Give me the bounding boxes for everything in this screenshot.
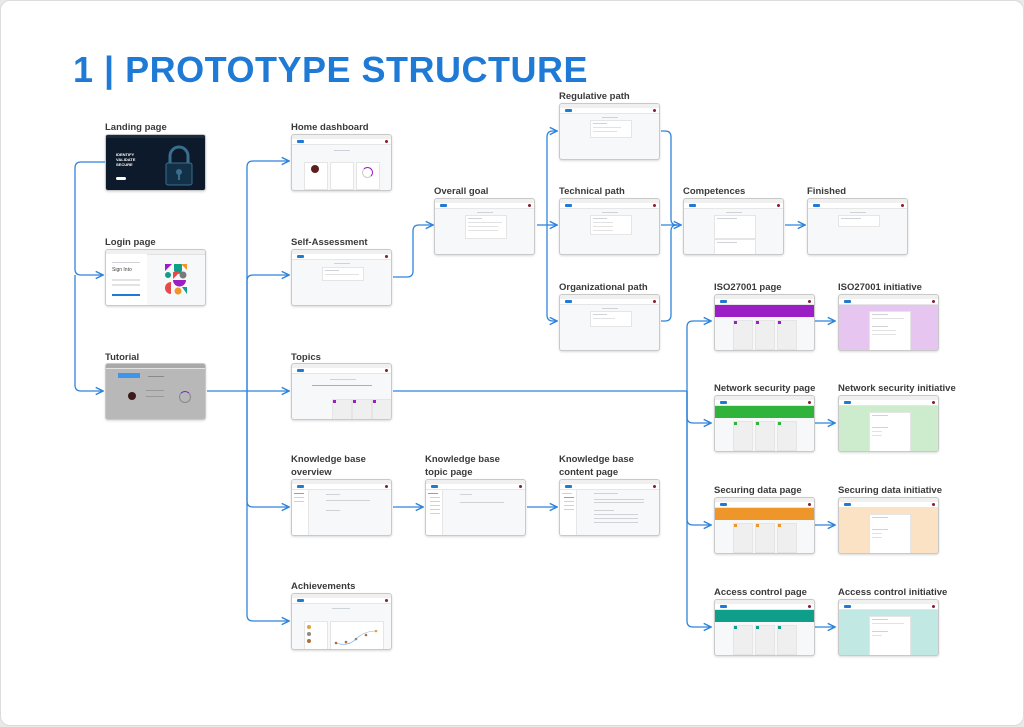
thumbnail-topics[interactable]	[291, 363, 392, 420]
edge-to-achievements	[246, 391, 289, 621]
node-label-net-page: Network security page	[714, 383, 816, 394]
landing-hero-text: IDENTIFY VALIDATE SECURE	[116, 152, 136, 167]
node-label-sec-init: Securing data initiative	[838, 485, 942, 496]
thumbnail-achievements[interactable]	[291, 593, 392, 650]
thumbnail-net-init[interactable]	[838, 395, 939, 452]
edge-to-self-assessment	[246, 275, 289, 391]
node-label-finished: Finished	[807, 186, 847, 197]
node-label-kb-topic: Knowledge base topic page	[425, 453, 500, 479]
edge-landing-login	[74, 161, 105, 275]
thumbnail-self-assessment[interactable]	[291, 249, 392, 306]
thumbnail-landing[interactable]: IDENTIFY VALIDATE SECURE	[105, 134, 206, 191]
thumbnail-iso-page[interactable]	[714, 294, 815, 351]
node-label-kb-content: Knowledge base content page	[559, 453, 634, 479]
edge-to-iso	[686, 321, 711, 391]
node-label-sec-page: Securing data page	[714, 485, 802, 496]
edge-to-network	[686, 391, 711, 423]
thumbnail-finished[interactable]	[807, 198, 908, 255]
node-label-login: Login page	[105, 237, 156, 248]
node-label-acc-init: Access control initiative	[838, 587, 948, 598]
node-label-kb-topic-line2: topic page	[425, 467, 473, 478]
thumbnail-sec-page[interactable]	[714, 497, 815, 554]
node-label-kb-overview: Knowledge base overview	[291, 453, 366, 479]
node-label-kb-content-line1: Knowledge base	[559, 454, 634, 465]
node-label-acc-page: Access control page	[714, 587, 807, 598]
edge-to-organizational	[546, 225, 557, 321]
edge-to-securing	[686, 391, 711, 525]
node-label-iso-init: ISO27001 initiative	[838, 282, 922, 293]
node-label-net-init: Network security initiative	[838, 383, 956, 394]
thumbnail-competences[interactable]	[683, 198, 784, 255]
thumbnail-iso-init[interactable]	[838, 294, 939, 351]
page-title: 1 | PROTOTYPE STRUCTURE	[73, 49, 588, 90]
thumbnail-home[interactable]	[291, 134, 392, 191]
landing-cta	[116, 177, 126, 180]
node-label-kb-overview-line1: Knowledge base	[291, 454, 366, 465]
thumbnail-net-page[interactable]	[714, 395, 815, 452]
thumbnail-organizational[interactable]	[559, 294, 660, 351]
thumbnail-tutorial[interactable]	[105, 363, 206, 420]
achievements-chart	[334, 629, 378, 645]
edge-organizational-merge	[661, 224, 678, 322]
thumbnail-acc-page[interactable]	[714, 599, 815, 656]
thumbnail-regulative[interactable]	[559, 103, 660, 160]
node-label-tutorial: Tutorial	[105, 352, 140, 363]
node-label-topics: Topics	[291, 352, 321, 363]
node-label-home: Home dashboard	[291, 122, 369, 133]
node-label-overall-goal: Overall goal	[434, 186, 489, 197]
node-label-iso-page: ISO27001 page	[714, 282, 782, 293]
login-heading: Sign Into	[112, 267, 132, 273]
thumbnail-login[interactable]: Sign Into	[105, 249, 206, 306]
edge-to-home	[246, 161, 289, 391]
node-label-landing: Landing page	[105, 122, 167, 133]
node-label-kb-topic-line1: Knowledge base	[425, 454, 500, 465]
edge-to-access	[686, 391, 711, 627]
node-label-technical: Technical path	[559, 186, 625, 197]
thumbnail-kb-content[interactable]	[559, 479, 660, 536]
edge-sa-overall	[393, 225, 433, 278]
node-label-achievements: Achievements	[291, 581, 356, 592]
login-illustration	[165, 264, 187, 295]
lock-icon	[165, 145, 193, 186]
node-label-kb-overview-line2: overview	[291, 467, 332, 478]
edge-regulative-merge	[661, 130, 678, 226]
thumbnail-overall-goal[interactable]	[434, 198, 535, 255]
thumbnail-sec-init[interactable]	[838, 497, 939, 554]
node-label-competences: Competences	[683, 186, 746, 197]
node-label-regulative: Regulative path	[559, 91, 630, 102]
edge-to-kb-overview	[246, 391, 289, 507]
thumbnail-technical[interactable]	[559, 198, 660, 255]
node-label-kb-content-line2: content page	[559, 467, 619, 478]
edge-login-tutorial	[74, 275, 103, 391]
thumbnail-kb-overview[interactable]	[291, 479, 392, 536]
thumbnail-kb-topic[interactable]	[425, 479, 526, 536]
node-label-organizational: Organizational path	[559, 282, 648, 293]
node-label-self-assessment: Self-Assessment	[291, 237, 368, 248]
thumbnail-acc-init[interactable]	[838, 599, 939, 656]
edge-to-regulative	[546, 131, 557, 225]
